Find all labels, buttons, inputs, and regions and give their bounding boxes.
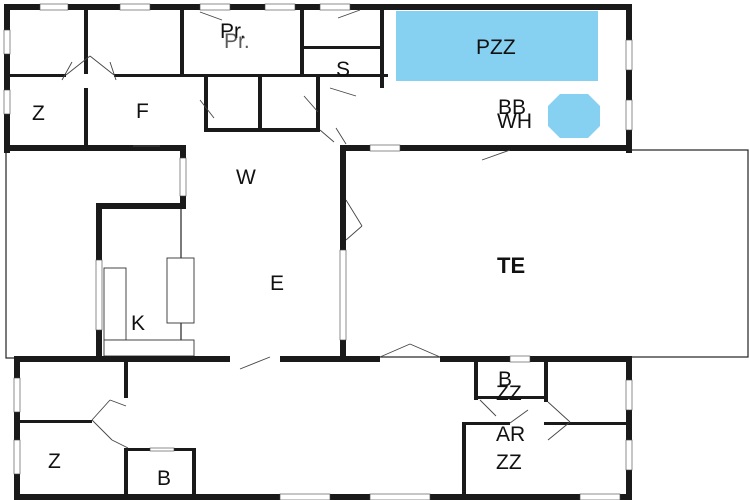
- pool: [396, 11, 598, 81]
- room-label-living: E: [270, 272, 284, 295]
- room-label-hallway: F: [136, 100, 149, 123]
- room-label-pr-top: Pr.: [220, 20, 246, 43]
- room-label-bedroom-bottom-right-a: ZZ: [496, 382, 522, 405]
- kitchen-counter: [103, 257, 195, 357]
- room-label-bath-bottom-left: B: [157, 467, 171, 490]
- room-label-whirlpool: WH: [497, 110, 532, 133]
- room-label-pool: PZZ: [476, 36, 516, 59]
- whirlpool: [548, 94, 600, 138]
- room-label-bedroom-top-left: Z: [32, 102, 45, 125]
- room-label-bath-bottom-right: B: [498, 368, 512, 391]
- room-label-utility: AR: [496, 423, 525, 446]
- room-label-bathroom: BB: [498, 96, 526, 119]
- room-label-kitchen: K: [131, 312, 145, 335]
- doors: [61, 9, 571, 449]
- room-label-bedroom-bottom-right-b: ZZ: [496, 451, 522, 474]
- room-label-terrace: TE: [497, 253, 525, 278]
- room-label-bedroom-bottom-left: Z: [48, 450, 61, 473]
- room-label-laundry: W: [236, 166, 256, 189]
- room-label-pr-bottom: Pr.: [224, 30, 250, 53]
- windows: [3, 3, 633, 500]
- room-label-sauna: S: [336, 58, 350, 81]
